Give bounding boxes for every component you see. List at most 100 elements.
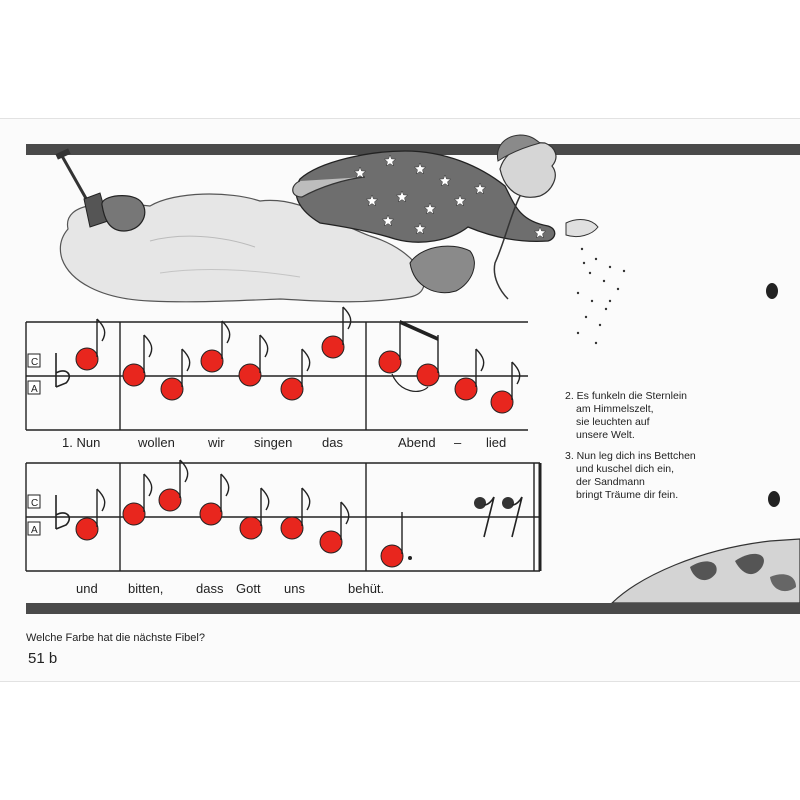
sandman-illustration xyxy=(55,134,626,345)
star-icon xyxy=(423,202,437,215)
lyric-word: lied xyxy=(486,435,506,450)
note-dot xyxy=(408,556,412,560)
sand-grain xyxy=(594,257,598,261)
lyric-word: Abend xyxy=(398,435,436,450)
flat-sign-icon xyxy=(55,353,71,388)
star-icon xyxy=(438,174,452,187)
flat-sign-icon xyxy=(55,495,71,530)
note-head xyxy=(239,516,263,540)
sand-grain xyxy=(594,341,598,345)
verse-2: 2. Es funkeln die Sternlein am Himmelsze… xyxy=(565,390,687,441)
lyric-word: behüt. xyxy=(348,581,384,596)
note-flag xyxy=(221,320,231,344)
staff-line-2: C A xyxy=(25,462,542,572)
earth-illustration xyxy=(610,538,800,604)
verse-line: 3. Nun leg dich ins Bettchen xyxy=(565,450,696,462)
sand-sack-icon xyxy=(101,195,146,232)
note-head xyxy=(122,502,146,526)
rest-icon xyxy=(502,496,523,538)
songbook-page: C A C A 1. Nun wollen wir xyxy=(0,118,800,682)
verse-line: 2. Es funkeln die Sternlein xyxy=(565,390,687,402)
robe-stars xyxy=(353,154,547,239)
note-head xyxy=(238,363,262,387)
note-head xyxy=(200,349,224,373)
note-flag xyxy=(96,318,106,342)
star-icon xyxy=(473,182,487,195)
note-flag xyxy=(143,473,153,497)
note-head xyxy=(160,377,184,401)
note-head xyxy=(280,377,304,401)
sand-grain xyxy=(588,271,592,275)
note-flag xyxy=(220,473,230,497)
lyric-word: wollen xyxy=(137,435,175,450)
sand-grain xyxy=(608,299,612,303)
sand-grain xyxy=(576,331,580,335)
pillow-bag-icon xyxy=(409,245,475,294)
note-head xyxy=(75,517,99,541)
lyric-word: das xyxy=(322,435,343,450)
note-head xyxy=(490,390,514,414)
note-head xyxy=(199,502,223,526)
lyric-word: bitten, xyxy=(128,581,163,596)
verse-line: der Sandmann xyxy=(576,476,645,488)
binder-hole-icon xyxy=(766,283,778,299)
note-flag xyxy=(340,501,350,525)
lyric-word: wir xyxy=(207,435,225,450)
sand-grain xyxy=(584,315,588,319)
bottom-stripe xyxy=(26,603,800,614)
star-icon xyxy=(413,222,427,235)
note-flag xyxy=(259,334,269,358)
staff-label-c: C xyxy=(31,498,38,509)
sand-grain xyxy=(576,291,580,295)
note-flag xyxy=(301,487,311,511)
sand-grain xyxy=(598,323,602,327)
star-icon xyxy=(353,166,367,179)
star-icon xyxy=(533,226,547,239)
sand-grain xyxy=(602,279,606,283)
star-icon xyxy=(395,190,409,203)
question-text: Welche Farbe hat die nächste Fibel? xyxy=(26,632,205,644)
staff-label-c: C xyxy=(31,357,38,368)
rest-icon xyxy=(474,496,495,538)
star-icon xyxy=(365,194,379,207)
lyrics-line-1: 1. Nun wollen wir singen das Abend – lie… xyxy=(62,435,506,450)
note-flag xyxy=(260,487,270,511)
lyric-word: dass xyxy=(196,581,224,596)
note-flag xyxy=(143,334,153,358)
note-flag xyxy=(511,361,521,385)
top-stripe xyxy=(26,144,800,155)
note-flag xyxy=(179,459,189,483)
verse-line: am Himmelszelt, xyxy=(576,403,654,415)
note-head xyxy=(158,488,182,512)
lyric-word: Gott xyxy=(236,581,261,596)
note-head xyxy=(454,377,478,401)
sand-sprinkles xyxy=(576,247,626,345)
sand-grain xyxy=(604,307,608,311)
lyrics-line-2: und bitten, dass Gott uns behüt. xyxy=(76,581,384,596)
sand-grain xyxy=(616,287,620,291)
page-canvas: C A C A 1. Nun wollen wir xyxy=(25,134,800,667)
note-head xyxy=(378,350,402,374)
note-flag xyxy=(475,348,485,372)
note-beam xyxy=(400,320,438,341)
star-icon xyxy=(453,194,467,207)
staff-label-a: A xyxy=(31,525,38,536)
note-head xyxy=(416,363,440,387)
staff-label-a: A xyxy=(31,384,38,395)
lyric-word: – xyxy=(454,435,462,450)
note-head xyxy=(380,544,404,568)
binder-hole-icon xyxy=(768,491,780,507)
lyric-word: und xyxy=(76,581,98,596)
lyric-word: uns xyxy=(284,581,305,596)
verse-3: 3. Nun leg dich ins Bettchen und kuschel… xyxy=(565,450,696,501)
verse-line: sie leuchten auf xyxy=(576,416,650,428)
staff-line-1: C A xyxy=(25,321,528,431)
note-head xyxy=(122,363,146,387)
verse-line: bringt Träume dir fein. xyxy=(576,489,678,501)
star-icon xyxy=(413,162,427,175)
verse-line: unsere Welt. xyxy=(576,429,635,441)
sand-grain xyxy=(608,265,612,269)
note-flag xyxy=(181,348,191,372)
verse-line: und kuschel dich ein, xyxy=(576,463,674,475)
note-head xyxy=(321,335,345,359)
